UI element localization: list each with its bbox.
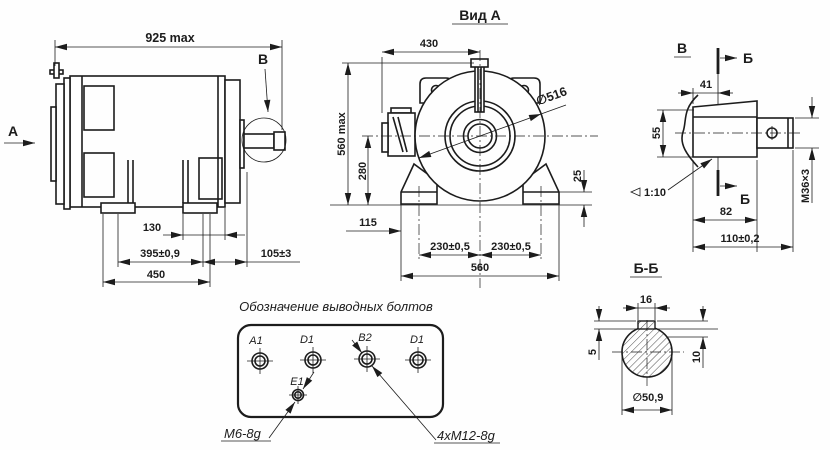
- dim-height-max: 560 max: [336, 111, 348, 155]
- shaft-view-title: В: [677, 40, 687, 56]
- bolt-label-b2: В2: [358, 332, 371, 344]
- bolt-label-d1-right: D1: [410, 334, 424, 346]
- dim-width: 430: [420, 38, 438, 50]
- dim-foot-center-right: 230±0,5: [491, 241, 531, 253]
- detail-b-label: В: [258, 51, 268, 67]
- terminal-board: [236, 323, 445, 419]
- foot-pad: [182, 202, 218, 214]
- detail-b-circle: [241, 117, 287, 163]
- dim-shaft-offset: 105±3: [261, 248, 292, 260]
- dim-foot-left: 115: [359, 217, 377, 229]
- terminal-bolt-e1: Е1: [289, 376, 307, 404]
- section-bb-view: Б-Б 16 5 10 ∅50,9: [587, 260, 718, 415]
- eyebolt: [474, 65, 485, 113]
- taper-symbol-icon: [630, 187, 641, 197]
- motor-body: [69, 75, 226, 208]
- terminal-bolt-d1-right: D1: [405, 334, 431, 373]
- taper-ratio: 1:10: [644, 187, 666, 199]
- dim-foot-center-left: 230±0,5: [430, 241, 470, 253]
- terminal-diagram-title: Обозначение выводных болтов: [239, 299, 433, 314]
- view-a-label: А: [8, 123, 18, 139]
- dim-foot-span: 395±0,9: [140, 248, 180, 260]
- section-mark-bottom: Б: [740, 191, 750, 207]
- front-terminal-box: [381, 107, 416, 157]
- side-view: В А 925 max 130 395±0,9 105±3 450: [4, 31, 300, 287]
- dim-axis-height: 280: [357, 162, 369, 180]
- front-view: Вид А: [330, 7, 598, 288]
- dim-key-width: 16: [640, 294, 652, 306]
- dim-foot-inner: 130: [143, 222, 161, 234]
- front-view-title: Вид А: [459, 7, 501, 23]
- section-mark-top: Б: [743, 50, 753, 66]
- bolt-label-a1: А1: [248, 335, 262, 347]
- dim-base-width: 560: [471, 262, 489, 274]
- taper-cone: [692, 100, 758, 158]
- dim-total-length: 110±0,2: [720, 233, 759, 245]
- dim-key-depth: 5: [587, 349, 599, 355]
- callout-m12: 4хМ12-8g: [437, 428, 496, 443]
- terminal-bolts-diagram: Обозначение выводных болтов А1 D1 В2 D1: [221, 299, 500, 444]
- dim-overall-length: 925 max: [145, 31, 194, 45]
- dim-pad-height: 25: [572, 170, 584, 182]
- terminal-bolt-d1: D1: [300, 334, 326, 373]
- bolt-label-e1: Е1: [290, 376, 303, 388]
- dim-taper-length: 41: [700, 79, 712, 91]
- dim-base-length: 450: [147, 269, 165, 281]
- shaft-detail-view: В Б Б 41 55 1:10: [630, 40, 819, 252]
- dim-section-diameter: ∅50,9: [633, 392, 664, 404]
- end-shield: [224, 79, 241, 204]
- bolt-label-d1: D1: [300, 334, 314, 346]
- dim-big-end: 55: [651, 127, 663, 139]
- thread-spec: М36×3: [800, 169, 812, 203]
- section-bb-title: Б-Б: [634, 260, 659, 276]
- terminal-bolt-a1: А1: [247, 335, 273, 374]
- callout-m6: М6-8g: [224, 426, 262, 441]
- dim-key-height: 10: [691, 351, 703, 363]
- shaft: [243, 133, 275, 149]
- keyway: [637, 320, 656, 330]
- foot-pad: [100, 202, 136, 214]
- terminal-bolt-b2: В2: [354, 332, 380, 372]
- dim-cone-length: 82: [720, 206, 732, 218]
